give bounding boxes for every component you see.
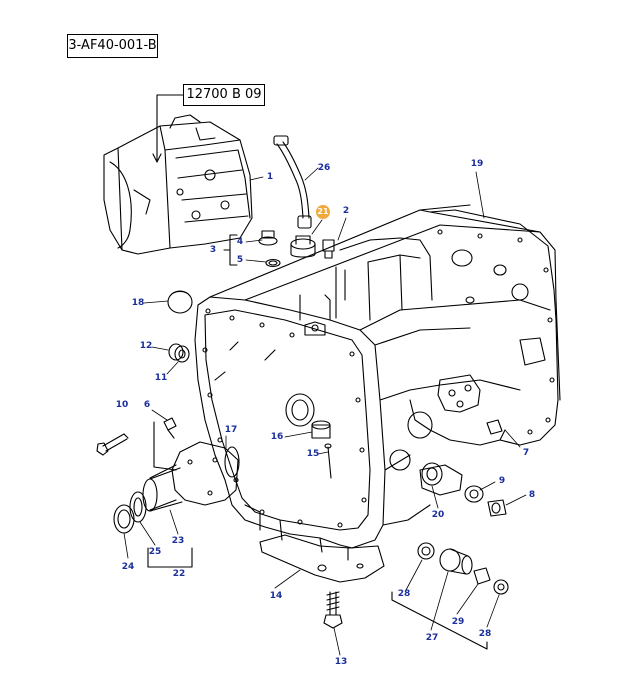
callout-25: 25 xyxy=(148,547,162,557)
bolt-13 xyxy=(323,591,343,629)
cover-18 xyxy=(167,290,193,314)
callout-3: 3 xyxy=(209,245,217,255)
callout-12: 12 xyxy=(139,341,153,351)
callout-13: 13 xyxy=(334,657,348,667)
callout-27: 27 xyxy=(425,633,439,643)
fitting-6 xyxy=(163,417,177,439)
washer-28a xyxy=(417,542,435,560)
callout-14: 14 xyxy=(269,591,283,601)
callout-19: 19 xyxy=(470,159,484,169)
plug-16 xyxy=(311,420,331,439)
bolt-10 xyxy=(96,433,129,456)
pin xyxy=(324,443,332,479)
seal-11-12 xyxy=(168,343,190,363)
callout-22: 22 xyxy=(172,569,186,579)
bracket-line xyxy=(153,421,177,471)
leader-lines xyxy=(123,167,527,656)
callout-2: 2 xyxy=(342,206,350,216)
cap-27 xyxy=(439,548,473,575)
callout-8: 8 xyxy=(528,490,536,500)
callout-24: 24 xyxy=(121,562,135,572)
callout-11: 11 xyxy=(154,373,168,383)
bushing-29 xyxy=(473,567,491,585)
reference-code-label: 12700 B 09 xyxy=(183,84,265,106)
callout-5: 5 xyxy=(236,255,244,265)
bolt-8 xyxy=(487,499,507,517)
callout-20: 20 xyxy=(431,510,445,520)
bracket-27 xyxy=(391,591,488,650)
callout-6: 6 xyxy=(143,400,151,410)
pto-housing xyxy=(142,441,240,512)
bracket-22 xyxy=(147,547,193,568)
overview-gearbox xyxy=(103,114,253,255)
callout-16: 16 xyxy=(270,432,284,442)
callout-1: 1 xyxy=(266,172,274,182)
main-housing xyxy=(194,204,561,561)
callout-28-left: 28 xyxy=(397,589,411,599)
washer-9 xyxy=(464,485,484,503)
callout-23: 23 xyxy=(171,536,185,546)
callout-17: 17 xyxy=(224,425,238,435)
washer-28b xyxy=(493,579,509,595)
callout-26: 26 xyxy=(317,163,331,173)
oil-pipe xyxy=(273,135,312,229)
ref-leader xyxy=(156,94,184,161)
gasket xyxy=(259,534,385,583)
callout-18: 18 xyxy=(131,298,145,308)
plug-and-washer xyxy=(223,230,281,268)
callout-15: 15 xyxy=(306,449,320,459)
callout-21-highlighted: 21 xyxy=(316,205,330,219)
plug-7 xyxy=(486,419,503,435)
callout-9: 9 xyxy=(498,476,506,486)
callout-29: 29 xyxy=(451,617,465,627)
drawing-code-label: 3-AF40-001-B xyxy=(67,34,158,58)
gasket-20 xyxy=(419,462,463,496)
callout-10: 10 xyxy=(115,400,129,410)
bearing-25 xyxy=(129,491,147,523)
callout-4: 4 xyxy=(236,237,244,247)
callout-7: 7 xyxy=(522,448,530,458)
breather xyxy=(290,235,316,258)
callout-28-right: 28 xyxy=(478,629,492,639)
seal-24 xyxy=(113,504,135,534)
